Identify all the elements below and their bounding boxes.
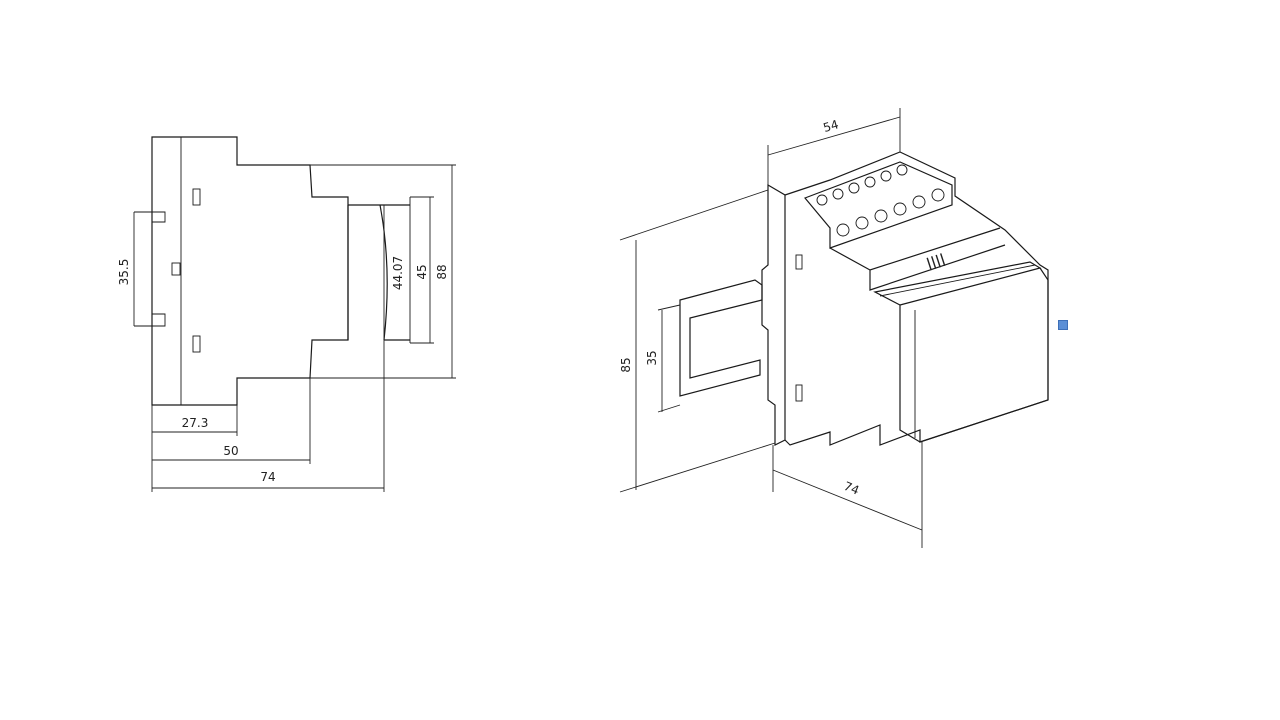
dim-label-44-07: 44.07 <box>391 256 405 290</box>
iso-dim-label-74: 74 <box>842 479 861 498</box>
slot-top <box>192 188 201 206</box>
iso-view: |||| 54 85 35 74 <box>619 108 1049 548</box>
dim-label-50: 50 <box>223 444 238 458</box>
dim-label-88: 88 <box>435 264 449 279</box>
front-cover <box>347 204 410 341</box>
din-rail <box>679 279 763 397</box>
middle-step <box>829 227 1006 291</box>
cover-top-edge <box>879 264 1036 297</box>
dim-label-27-3: 27.3 <box>182 416 209 430</box>
iso-dim-label-35: 35 <box>645 350 659 365</box>
center-notch <box>171 262 181 276</box>
iso-slot-top <box>795 254 803 270</box>
dim-label-35-5: 35.5 <box>117 259 131 286</box>
dim-label-74: 74 <box>260 470 275 484</box>
slot-bottom <box>192 335 201 353</box>
selection-handle[interactable] <box>1058 320 1068 330</box>
iso-dim-line-74 <box>772 469 923 531</box>
iso-dim-label-85: 85 <box>619 357 633 372</box>
iso-dim-line-54 <box>767 116 901 156</box>
iso-dim-ext-35-bottom <box>657 404 681 413</box>
iso-dim-label-54: 54 <box>822 117 841 135</box>
iso-slot-bottom <box>795 384 803 402</box>
side-view: 35.5 44.07 45 88 27.3 50 74 <box>117 136 456 492</box>
terminal-screws-top <box>816 164 908 206</box>
iso-dim-ext-85-top <box>619 189 769 241</box>
iso-dim-ext-35-top <box>657 304 681 311</box>
iso-dim-ext-85-bottom <box>619 442 776 493</box>
brand-mark: |||| <box>925 252 948 272</box>
terminal-block <box>804 161 953 249</box>
dim-label-45: 45 <box>415 264 429 279</box>
back-plate <box>761 183 786 446</box>
terminal-screws-front <box>836 188 945 237</box>
front-cover-box <box>873 261 1049 443</box>
din-clip <box>134 211 166 327</box>
